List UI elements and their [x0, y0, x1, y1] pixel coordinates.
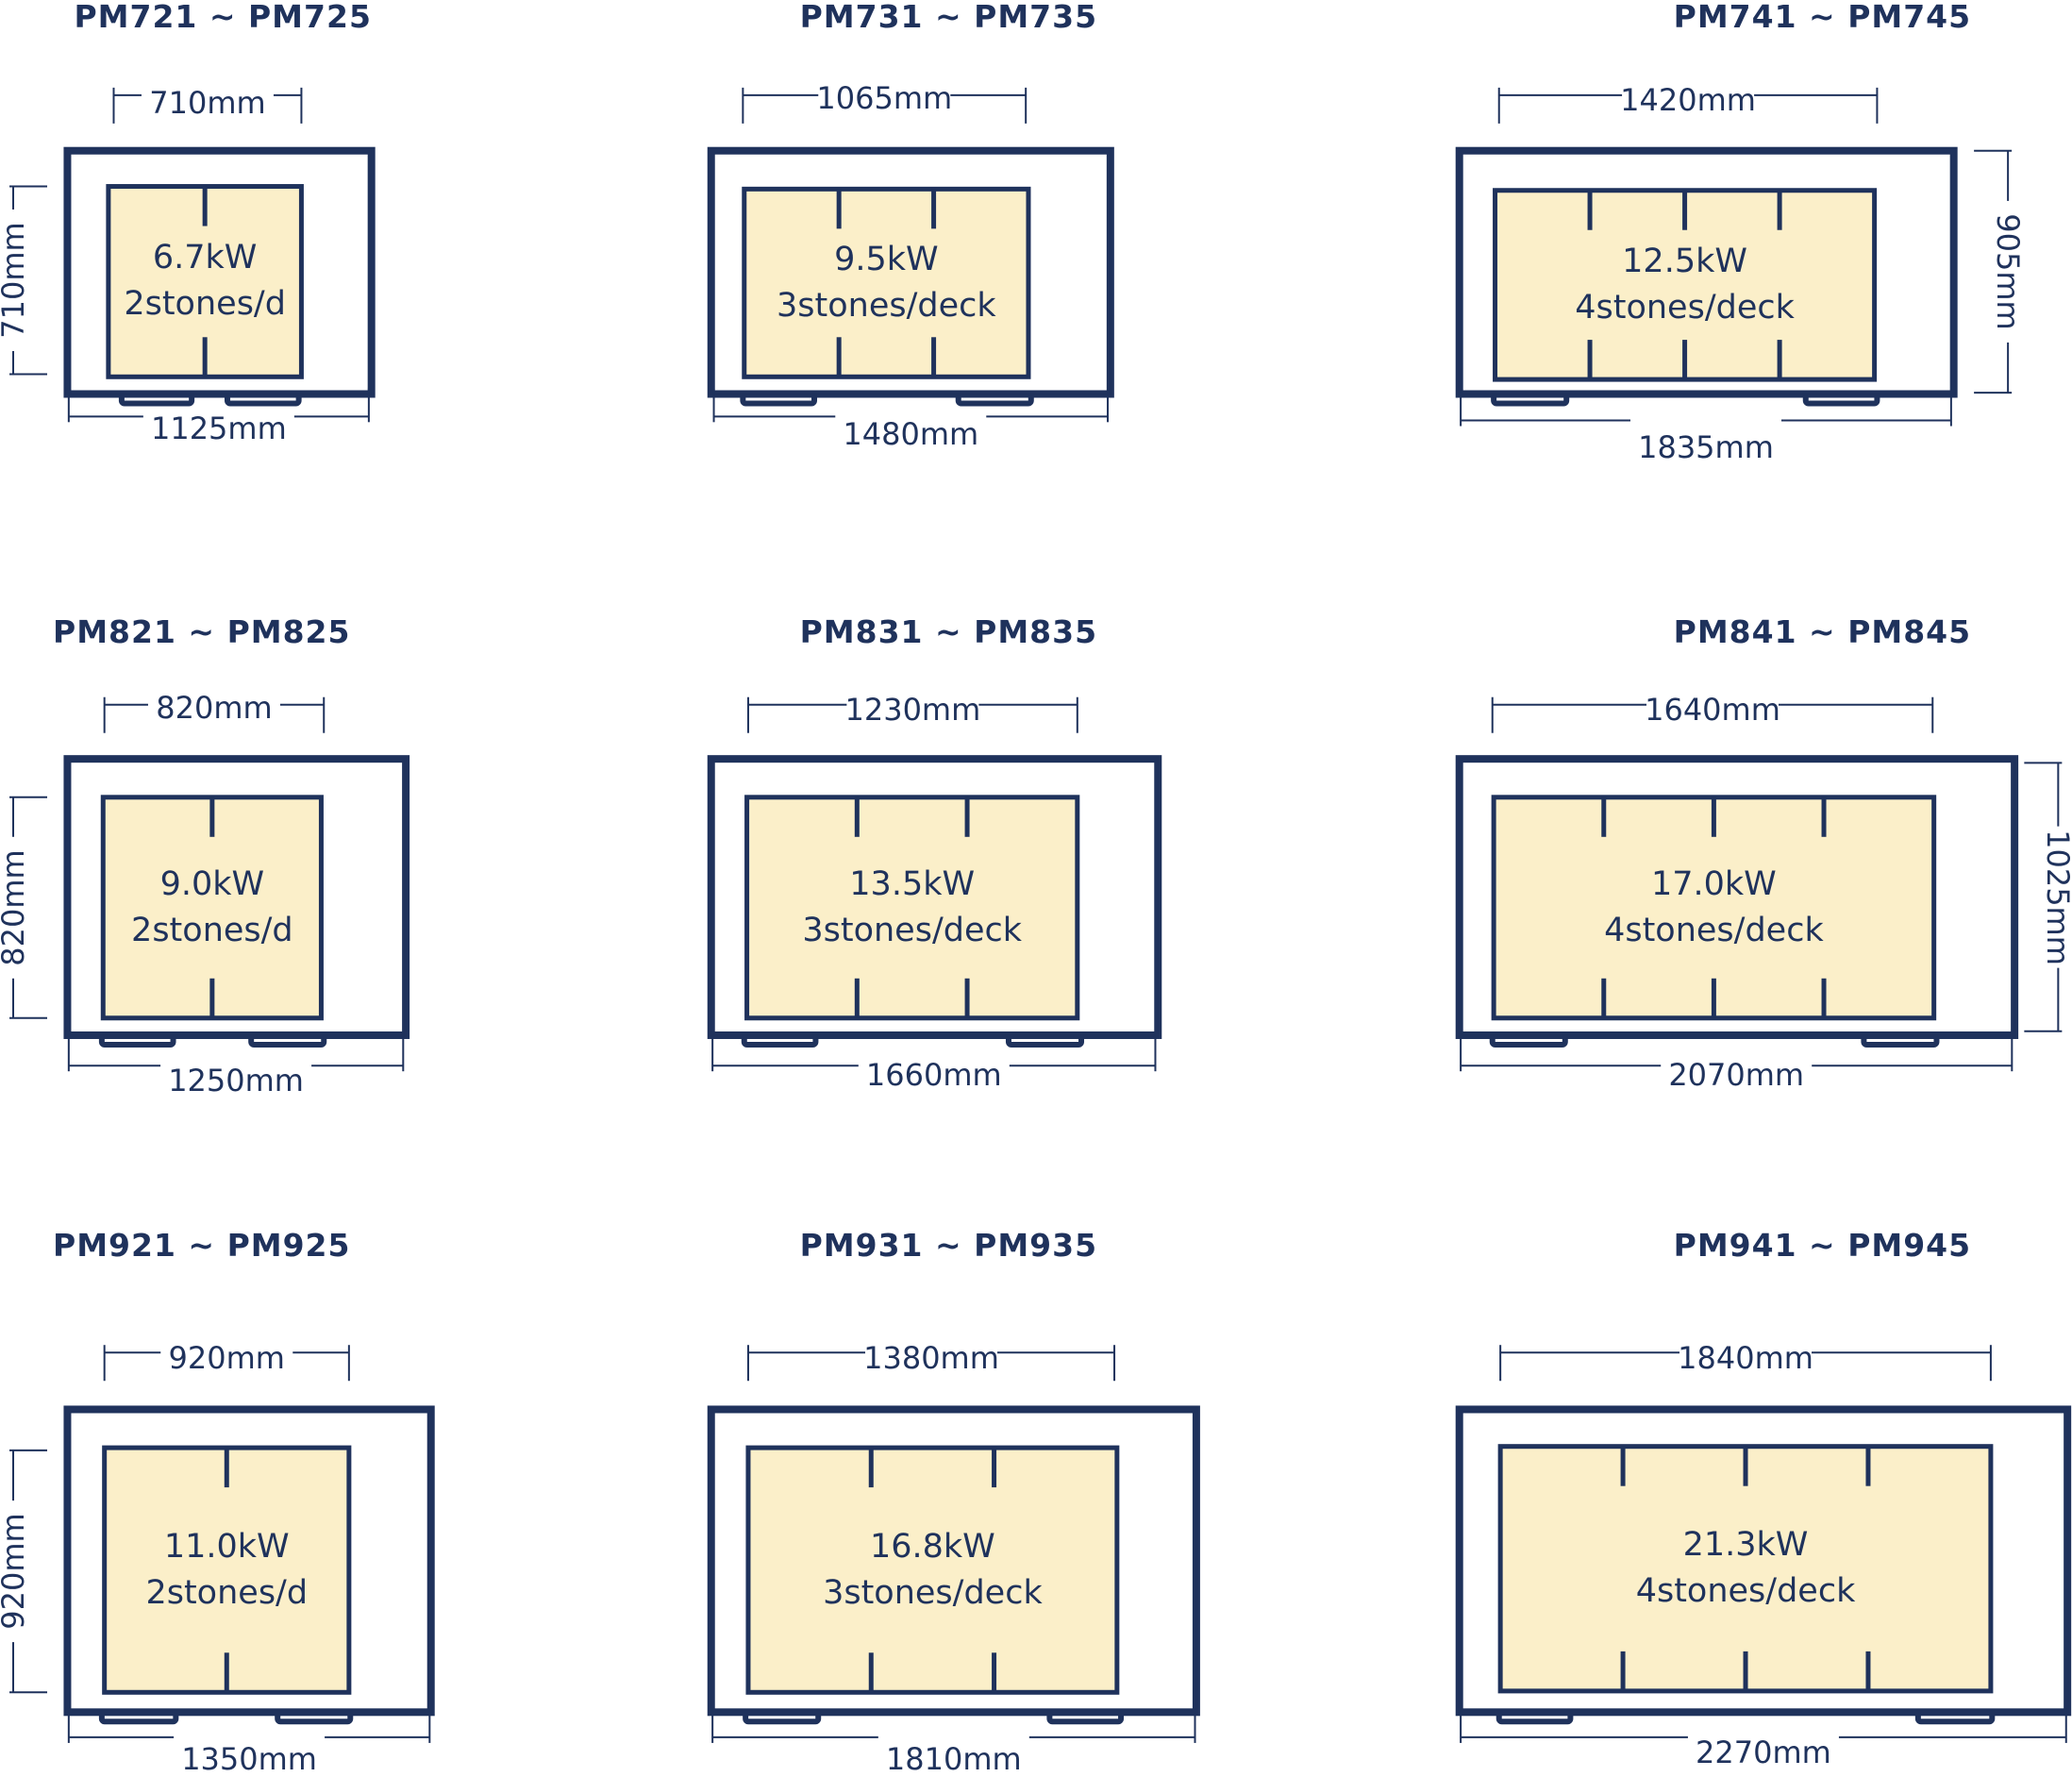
oven-spec: 6.7kW 2stones/d	[124, 235, 286, 327]
stones-label: 4stones/deck	[1604, 911, 1824, 949]
inner-width-label: 1230mm	[844, 692, 981, 729]
height-label: 920mm	[0, 1513, 31, 1630]
oven-spec: 21.3kW 4stones/deck	[1636, 1522, 1856, 1615]
oven-spec: 11.0kW 2stones/d	[145, 1524, 308, 1617]
power-label: 17.0kW	[1650, 864, 1777, 903]
inner-width-label: 920mm	[168, 1339, 285, 1376]
oven-spec: 9.0kW 2stones/d	[131, 862, 293, 954]
stones-label: 3stones/deck	[802, 911, 1023, 949]
oven-spec: 13.5kW 3stones/deck	[802, 862, 1022, 954]
stones-label: 4stones/deck	[1575, 288, 1795, 327]
height-label: 905mm	[1990, 213, 2027, 330]
outer-width-label: 1810mm	[885, 1740, 1022, 1777]
baking-chamber	[744, 795, 1080, 1021]
model-title: PM931 ~ PM935	[799, 1226, 1098, 1264]
model-title: PM831 ~ PM835	[799, 612, 1098, 650]
power-label: 11.0kW	[163, 1527, 290, 1566]
model-4	[707, 696, 1162, 1072]
power-label: 9.0kW	[159, 864, 265, 903]
model-title: PM921 ~ PM925	[53, 1226, 351, 1264]
model-title: PM741 ~ PM745	[1673, 0, 1972, 36]
model-8	[1455, 1345, 2072, 1743]
model-6	[9, 1345, 435, 1743]
stones-label: 3stones/deck	[777, 286, 996, 325]
model-title: PM941 ~ PM945	[1673, 1226, 1972, 1264]
outer-width-label: 1250mm	[168, 1063, 304, 1099]
inner-width-label: 1840mm	[1678, 1339, 1813, 1376]
inner-width-label: 1380mm	[863, 1339, 999, 1376]
inner-width-label: 1065mm	[816, 79, 953, 116]
model-title: PM821 ~ PM825	[53, 612, 351, 650]
power-label: 21.3kW	[1682, 1526, 1809, 1565]
model-title: PM721 ~ PM725	[74, 0, 372, 36]
outer-width-label: 2070mm	[1668, 1057, 1805, 1094]
model-1	[707, 87, 1114, 423]
inner-width-label: 1420mm	[1620, 82, 1756, 119]
inner-width-label: 710mm	[149, 85, 266, 122]
power-label: 6.7kW	[152, 239, 258, 277]
outer-width-label: 1660mm	[865, 1057, 1002, 1094]
power-label: 16.8kW	[869, 1527, 995, 1566]
oven-spec: 9.5kW 3stones/deck	[777, 237, 996, 329]
outer-width-label: 2270mm	[1696, 1734, 1831, 1770]
stones-label: 2stones/d	[145, 1573, 309, 1612]
outer-width-label: 1480mm	[843, 415, 979, 452]
stones-label: 2stones/d	[131, 911, 293, 949]
height-label: 710mm	[0, 222, 31, 339]
model-3	[9, 696, 410, 1072]
power-label: 9.5kW	[834, 240, 939, 278]
power-label: 13.5kW	[849, 864, 976, 903]
model-0	[9, 87, 376, 423]
model-title: PM731 ~ PM735	[799, 0, 1098, 36]
outer-width-label: 1350mm	[181, 1740, 317, 1777]
model-7	[707, 1345, 1200, 1743]
baking-chamber	[745, 1445, 1120, 1695]
stones-label: 2stones/d	[124, 285, 286, 324]
oven-spec: 16.8kW 3stones/deck	[823, 1524, 1043, 1617]
baking-chamber	[742, 186, 1031, 379]
oven-spec: 12.5kW 4stones/deck	[1575, 239, 1795, 331]
height-label: 1025mm	[2040, 829, 2072, 965]
inner-width-label: 820mm	[156, 689, 273, 726]
outer-width-label: 1835mm	[1638, 428, 1774, 465]
model-5	[1455, 696, 2063, 1072]
height-label: 820mm	[0, 849, 31, 966]
oven-spec: 17.0kW 4stones/deck	[1604, 862, 1824, 954]
model-2	[1455, 87, 2013, 427]
outer-width-label: 1125mm	[150, 411, 287, 447]
power-label: 12.5kW	[1622, 242, 1747, 280]
stones-label: 4stones/deck	[1635, 1572, 1856, 1611]
inner-width-label: 1640mm	[1645, 692, 1780, 729]
model-title: PM841 ~ PM845	[1673, 612, 1972, 650]
stones-label: 3stones/deck	[823, 1573, 1043, 1612]
